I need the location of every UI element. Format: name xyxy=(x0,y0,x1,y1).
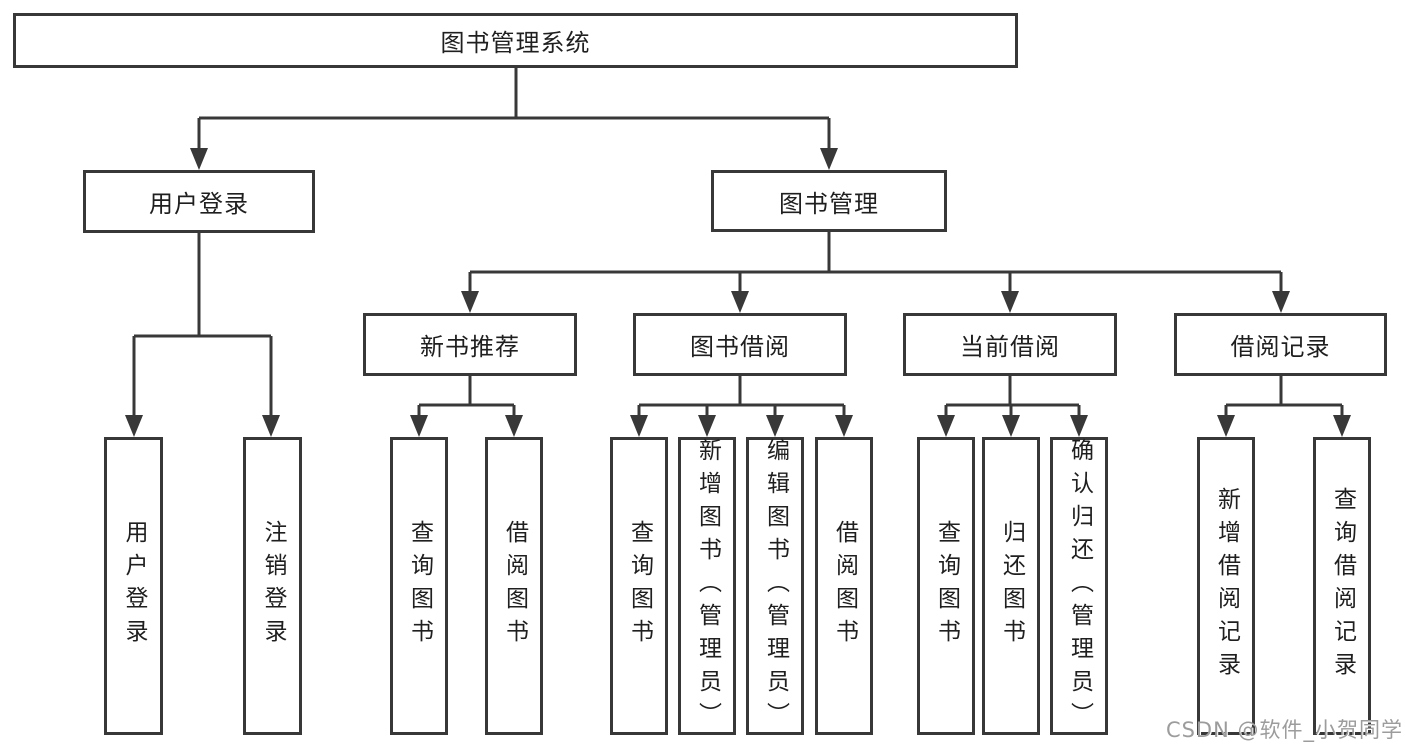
leaf-borrow-books-recommend: 借阅图书 xyxy=(485,437,543,735)
node-label: 图书借阅 xyxy=(690,333,790,361)
leaf-add-borrow-record: 新增借阅记录 xyxy=(1197,437,1255,735)
leaf-label: 注销登录 xyxy=(260,520,286,652)
leaf-label: 编辑图书（管理员） xyxy=(762,437,789,735)
node-borrowing-records: 借阅记录 xyxy=(1174,313,1387,376)
leaf-return-books: 归还图书 xyxy=(982,437,1040,735)
node-label: 图书管理 xyxy=(779,189,879,218)
node-label: 用户登录 xyxy=(149,190,249,218)
leaf-label: 用户登录 xyxy=(121,520,147,652)
leaf-query-books-recommend: 查询图书 xyxy=(390,437,448,735)
node-book-borrowing: 图书借阅 xyxy=(633,313,847,376)
leaf-label: 归还图书 xyxy=(998,520,1025,652)
node-label: 借阅记录 xyxy=(1230,333,1331,361)
leaf-label: 查询借阅记录 xyxy=(1329,487,1356,685)
node-label: 新书推荐 xyxy=(420,333,520,361)
leaf-query-books-borrowing: 查询图书 xyxy=(610,437,668,735)
leaf-confirm-return-admin: 确认归还（管理员） xyxy=(1050,437,1108,735)
leaf-label: 新增图书（管理员） xyxy=(694,437,721,735)
leaf-edit-books-admin: 编辑图书（管理员） xyxy=(746,437,804,735)
leaf-label: 借阅图书 xyxy=(501,520,528,652)
leaf-add-books-admin: 新增图书（管理员） xyxy=(678,437,736,735)
node-book-management: 图书管理 xyxy=(711,170,947,232)
leaf-query-books-current: 查询图书 xyxy=(917,437,975,735)
leaf-borrow-books: 借阅图书 xyxy=(815,437,873,735)
leaf-label: 借阅图书 xyxy=(831,520,858,652)
node-new-book-recommend: 新书推荐 xyxy=(363,313,577,376)
leaf-label: 查询图书 xyxy=(626,520,653,652)
node-current-borrowing: 当前借阅 xyxy=(903,313,1117,376)
node-library-management-system: 图书管理系统 xyxy=(13,13,1018,68)
csdn-watermark: CSDN @软件_小贺同学 xyxy=(1165,718,1403,742)
leaf-user-login: 用户登录 xyxy=(104,437,163,735)
node-label: 当前借阅 xyxy=(960,333,1060,361)
leaf-label: 新增借阅记录 xyxy=(1213,487,1240,685)
leaf-label: 查询图书 xyxy=(933,520,960,652)
leaf-logout: 注销登录 xyxy=(243,437,302,735)
leaf-label: 确认归还（管理员） xyxy=(1066,437,1093,735)
leaf-query-borrow-record: 查询借阅记录 xyxy=(1313,437,1371,735)
leaf-label: 查询图书 xyxy=(406,520,433,652)
node-label: 图书管理系统 xyxy=(440,29,591,57)
node-user-login: 用户登录 xyxy=(83,170,315,233)
